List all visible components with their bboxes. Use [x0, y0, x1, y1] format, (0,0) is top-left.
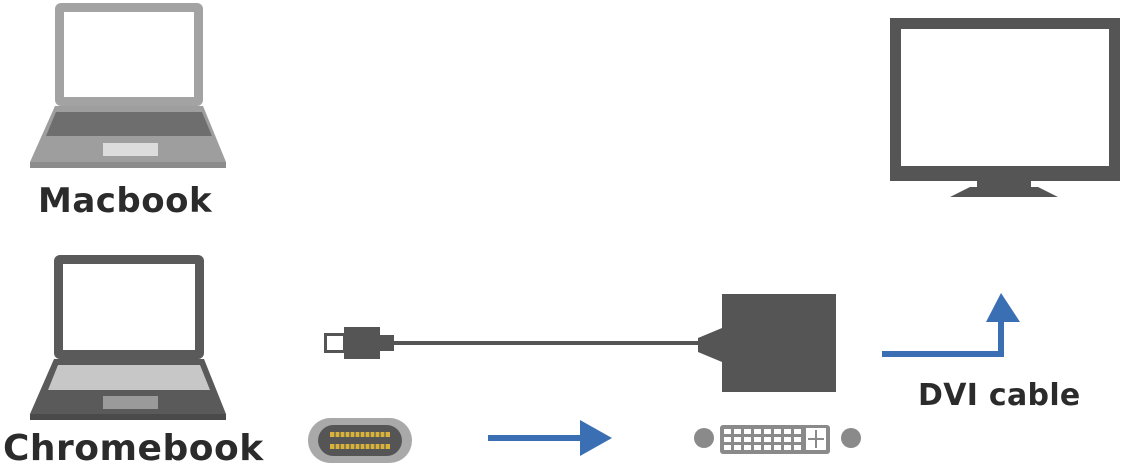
chromebook-laptop-icon — [30, 255, 226, 420]
dvi-pin — [784, 445, 791, 450]
dvi-pin — [784, 437, 791, 442]
dvi-pin — [784, 429, 791, 434]
monitor-icon — [890, 18, 1120, 197]
dvi-pin — [724, 445, 731, 450]
dvi-pin — [734, 437, 741, 442]
dvi-pin — [754, 445, 761, 450]
dvi-adapter-box-icon — [698, 294, 836, 392]
macbook-laptop-icon — [30, 3, 226, 168]
up-turn-arrow-icon — [882, 293, 1020, 357]
dvi-pin — [754, 429, 761, 434]
macbook-label: Macbook — [38, 181, 213, 221]
dvi-pin — [764, 445, 771, 450]
dvi-pin — [764, 437, 771, 442]
dvi-port-icon — [694, 425, 861, 454]
dvi-pin — [744, 437, 751, 442]
dvi-pin — [794, 445, 801, 450]
usb-c-port-icon — [308, 418, 412, 463]
dvi-pin — [774, 445, 781, 450]
dvi-pin — [734, 445, 741, 450]
dvi-cable-label: DVI cable — [918, 378, 1081, 413]
usb-c-plug-icon — [324, 327, 394, 359]
dvi-pin — [744, 429, 751, 434]
dvi-pin — [774, 429, 781, 434]
dvi-pin — [724, 437, 731, 442]
dvi-pin — [774, 437, 781, 442]
dvi-pin — [744, 445, 751, 450]
dvi-pin — [794, 429, 801, 434]
chromebook-label: Chromebook — [3, 428, 264, 469]
dvi-pin — [734, 429, 741, 434]
dvi-pin — [724, 429, 731, 434]
dvi-pin — [754, 437, 761, 442]
right-arrow-icon — [488, 420, 612, 456]
dvi-pin — [794, 437, 801, 442]
dvi-pin — [764, 429, 771, 434]
